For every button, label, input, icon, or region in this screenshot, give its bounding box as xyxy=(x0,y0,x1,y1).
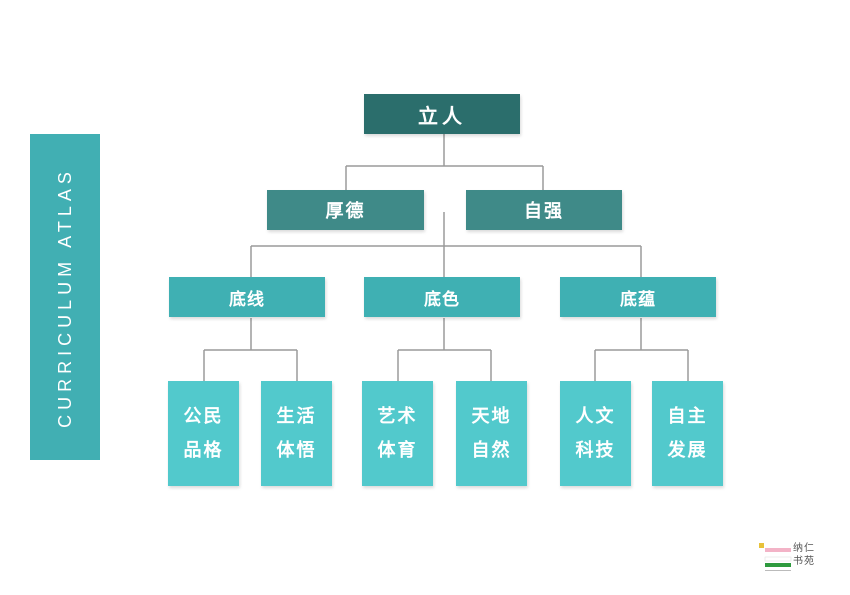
node-label: 厚德 xyxy=(325,201,366,222)
leaf-line-1: 公民 xyxy=(183,405,224,427)
logo-text-line-1: 纳仁 xyxy=(793,543,815,554)
tree-node-diyun: 底蕴 xyxy=(560,277,716,317)
tree-node-dise: 底色 xyxy=(364,277,520,317)
node-label: 底色 xyxy=(424,289,460,310)
node-label: 立人 xyxy=(418,103,466,128)
sidebar-title-panel: CURRICULUM ATLAS xyxy=(30,134,100,460)
leaf-line-1: 艺术 xyxy=(377,405,418,427)
tree-leaf-node: 艺术 体育 xyxy=(362,381,433,486)
leaf-line-2: 品格 xyxy=(183,439,224,461)
node-label: 底蕴 xyxy=(620,289,656,310)
leaf-line-1: 人文 xyxy=(575,405,616,427)
node-label: 底线 xyxy=(229,289,265,310)
leaf-line-1: 生活 xyxy=(276,405,317,427)
leaf-line-2: 科技 xyxy=(575,439,616,461)
leaf-line-1: 自主 xyxy=(667,405,708,427)
tree-leaf-node: 公民 品格 xyxy=(168,381,239,486)
logo-text-line-2: 书苑 xyxy=(793,556,815,567)
leaf-line-1: 天地 xyxy=(471,405,512,427)
tree-leaf-node: 自主 发展 xyxy=(652,381,723,486)
tree-node-ziqiang: 自强 xyxy=(466,190,622,230)
tree-node-houde: 厚德 xyxy=(267,190,424,230)
logo-mark-icon xyxy=(759,543,792,571)
tree-node-dixian: 底线 xyxy=(169,277,325,317)
leaf-line-2: 体悟 xyxy=(276,439,317,461)
tree-leaf-node: 天地 自然 xyxy=(456,381,527,486)
node-label: 自强 xyxy=(524,201,564,222)
leaf-line-2: 自然 xyxy=(471,439,512,461)
leaf-line-2: 发展 xyxy=(667,439,708,461)
tree-leaf-node: 人文 科技 xyxy=(560,381,631,486)
leaf-line-2: 体育 xyxy=(377,439,418,461)
tree-leaf-node: 生活 体悟 xyxy=(261,381,332,486)
tree-root-node: 立人 xyxy=(364,94,520,134)
